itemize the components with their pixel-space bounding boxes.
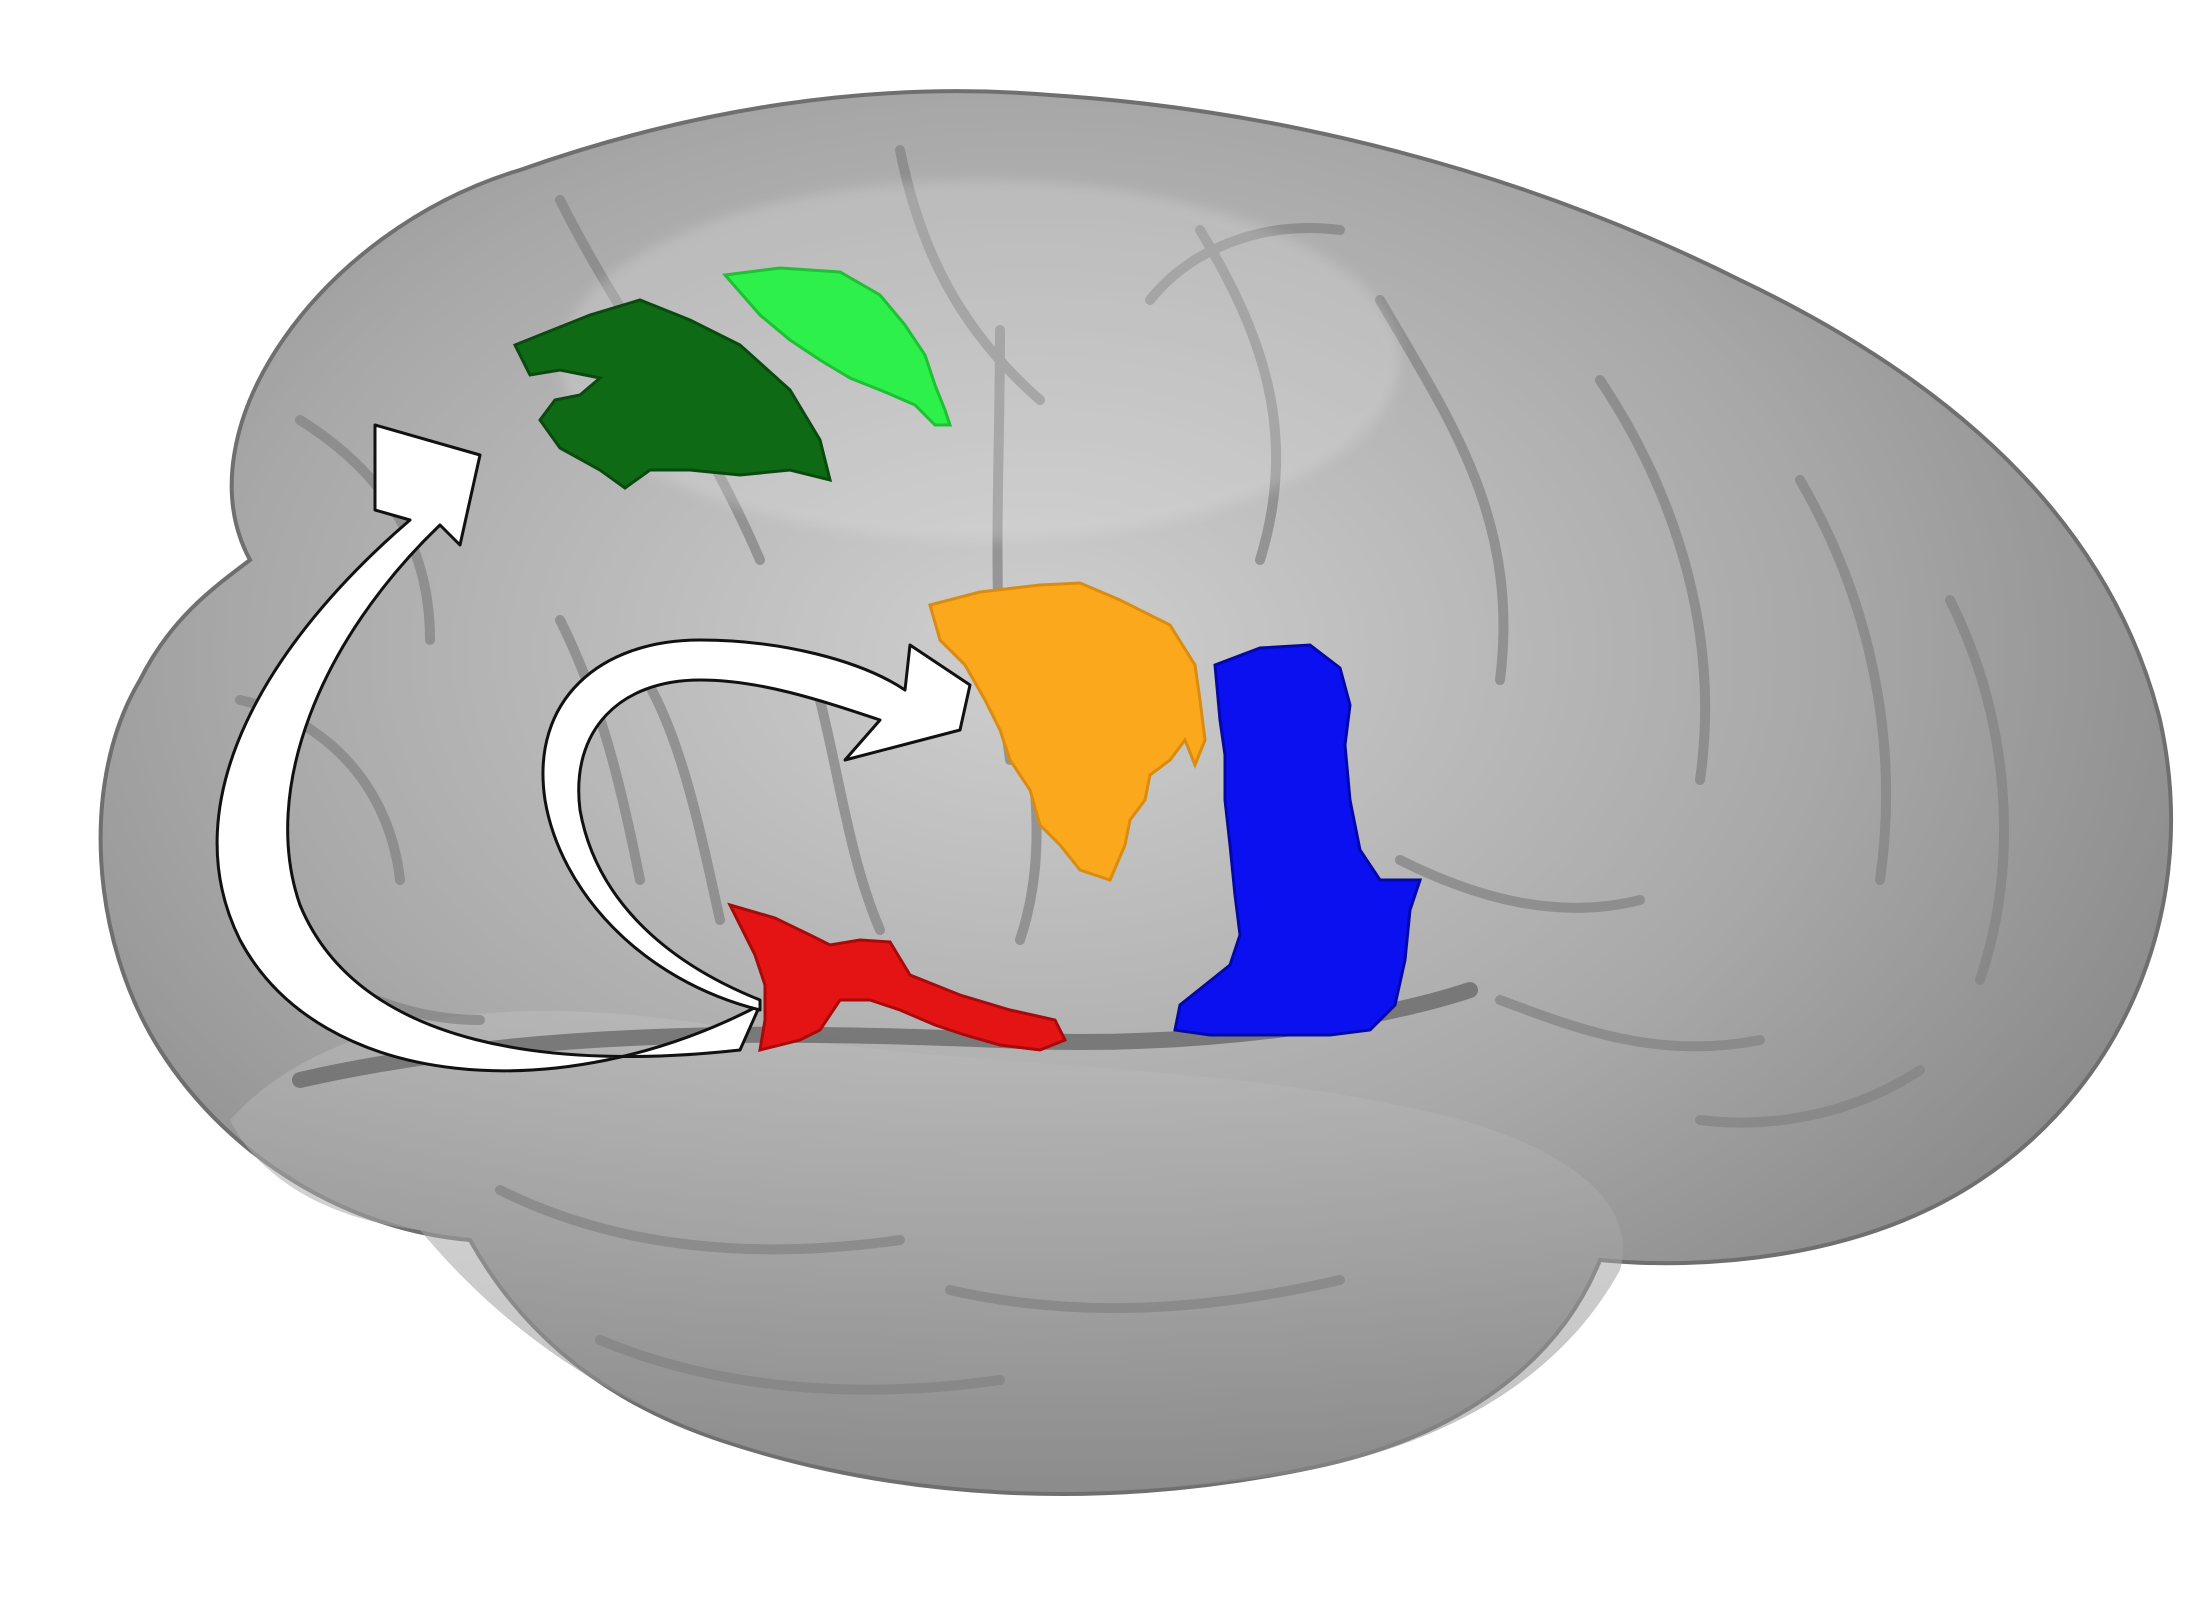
region-parietal-area <box>1173 643 1423 1037</box>
arrow-ventral-stream <box>541 638 972 1012</box>
region-temporal-area <box>727 902 1068 1053</box>
region-motor-strip <box>722 266 953 427</box>
arrow-dorsal-stream <box>215 423 762 1073</box>
region-dorsal-premotor <box>512 298 833 490</box>
region-ventral-area <box>928 581 1207 882</box>
temporal-lobe <box>230 1010 1624 1492</box>
